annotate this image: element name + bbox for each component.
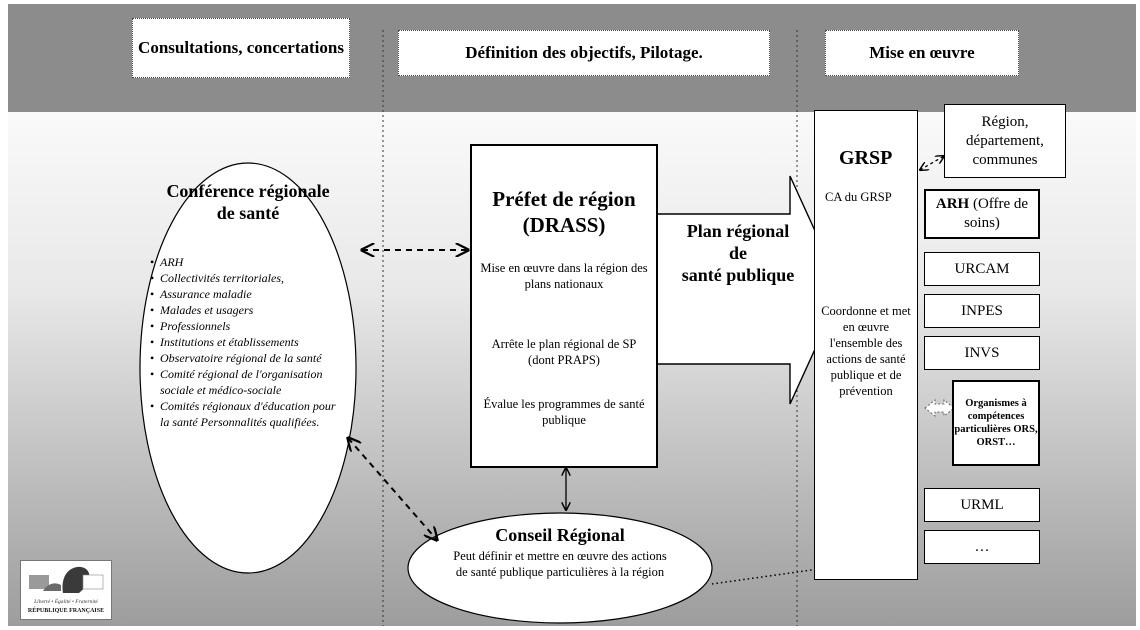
plan-arrow-line1: Plan régional	[686, 221, 790, 241]
conference-member: Professionnels	[150, 318, 340, 334]
header-consultations: Consultations, concertations	[132, 18, 350, 78]
logo-name: RÉPUBLIQUE FRANÇAISE	[27, 608, 105, 614]
conseil-description: Peut définir et mettre en œuvre des acti…	[453, 549, 667, 579]
plan-arrow-line3: santé publique	[681, 265, 795, 285]
prefet-box: Préfet de région (DRASS) Mise en œuvre d…	[470, 144, 658, 468]
conference-member: Comité régional de l'organisation social…	[150, 366, 340, 398]
partner-region: Région, département, communes	[944, 104, 1066, 178]
grsp-title: GRSP	[839, 147, 893, 169]
conference-member: Malades et usagers	[150, 302, 340, 318]
prefet-title: Préfet de région (DRASS)	[472, 186, 656, 238]
conference-member: Observatoire régional de la santé	[150, 350, 340, 366]
conference-member: Comités régionaux d'éducation pour la sa…	[150, 398, 340, 430]
conseil-grsp-link	[711, 568, 826, 585]
partner-arh-detail: (Offre de soins)	[964, 196, 1029, 231]
conference-members: ARHCollectivités territoriales,Assurance…	[150, 254, 340, 430]
prefet-title-line2: (DRASS)	[522, 213, 606, 237]
grsp-region-link	[920, 156, 944, 170]
prefet-task-1: Mise en œuvre dans la région des plans n…	[480, 261, 648, 291]
partner-urcam: URCAM	[924, 252, 1040, 286]
conference-title: Conférence régionale de santé	[166, 181, 330, 223]
grsp-description: Coordonne et met en œuvre l'ensemble des…	[821, 304, 911, 398]
republique-logo: Liberté • Égalité • Fraternité RÉPUBLIQU…	[20, 560, 112, 620]
partner-arh: ARH (Offre de soins)	[924, 189, 1040, 239]
conseil-ellipse	[407, 512, 713, 624]
grsp-subtitle: CA du GRSP	[825, 190, 892, 204]
prefet-task-2: Arrête le plan régional de SP (dont PRAP…	[491, 337, 637, 367]
plan-arrow-label: Plan régional de santé publique	[660, 220, 816, 286]
partner-invs: INVS	[924, 336, 1040, 370]
partner-inpes: INPES	[924, 294, 1040, 328]
prefet-task-3: Évalue les programmes de santé publique	[483, 397, 645, 427]
conference-member: Assurance maladie	[150, 286, 340, 302]
logo-motto: Liberté • Égalité • Fraternité	[34, 599, 98, 605]
conference-conseil-link	[348, 438, 437, 540]
partner-organismes: Organismes à compétences particulières O…	[952, 380, 1040, 466]
partner-urml: URML	[924, 488, 1040, 522]
grsp-organismes-link	[924, 398, 955, 418]
prefet-title-line1: Préfet de région	[492, 187, 636, 211]
conference-member: Collectivités territoriales,	[150, 270, 340, 286]
conference-member: ARH	[150, 254, 340, 270]
marianne-icon	[29, 566, 104, 593]
partner-more: …	[924, 530, 1040, 564]
conseil-title: Conseil Régional	[495, 525, 625, 545]
plan-arrow-line2: de	[729, 243, 747, 263]
header-definition: Définition des objectifs, Pilotage.	[398, 30, 770, 76]
partner-arh-name: ARH	[935, 196, 970, 212]
conference-member: Institutions et établissements	[150, 334, 340, 350]
grsp-box: GRSP CA du GRSP Coordonne et met en œuvr…	[814, 110, 918, 580]
header-mise-en-oeuvre: Mise en œuvre	[825, 30, 1019, 76]
